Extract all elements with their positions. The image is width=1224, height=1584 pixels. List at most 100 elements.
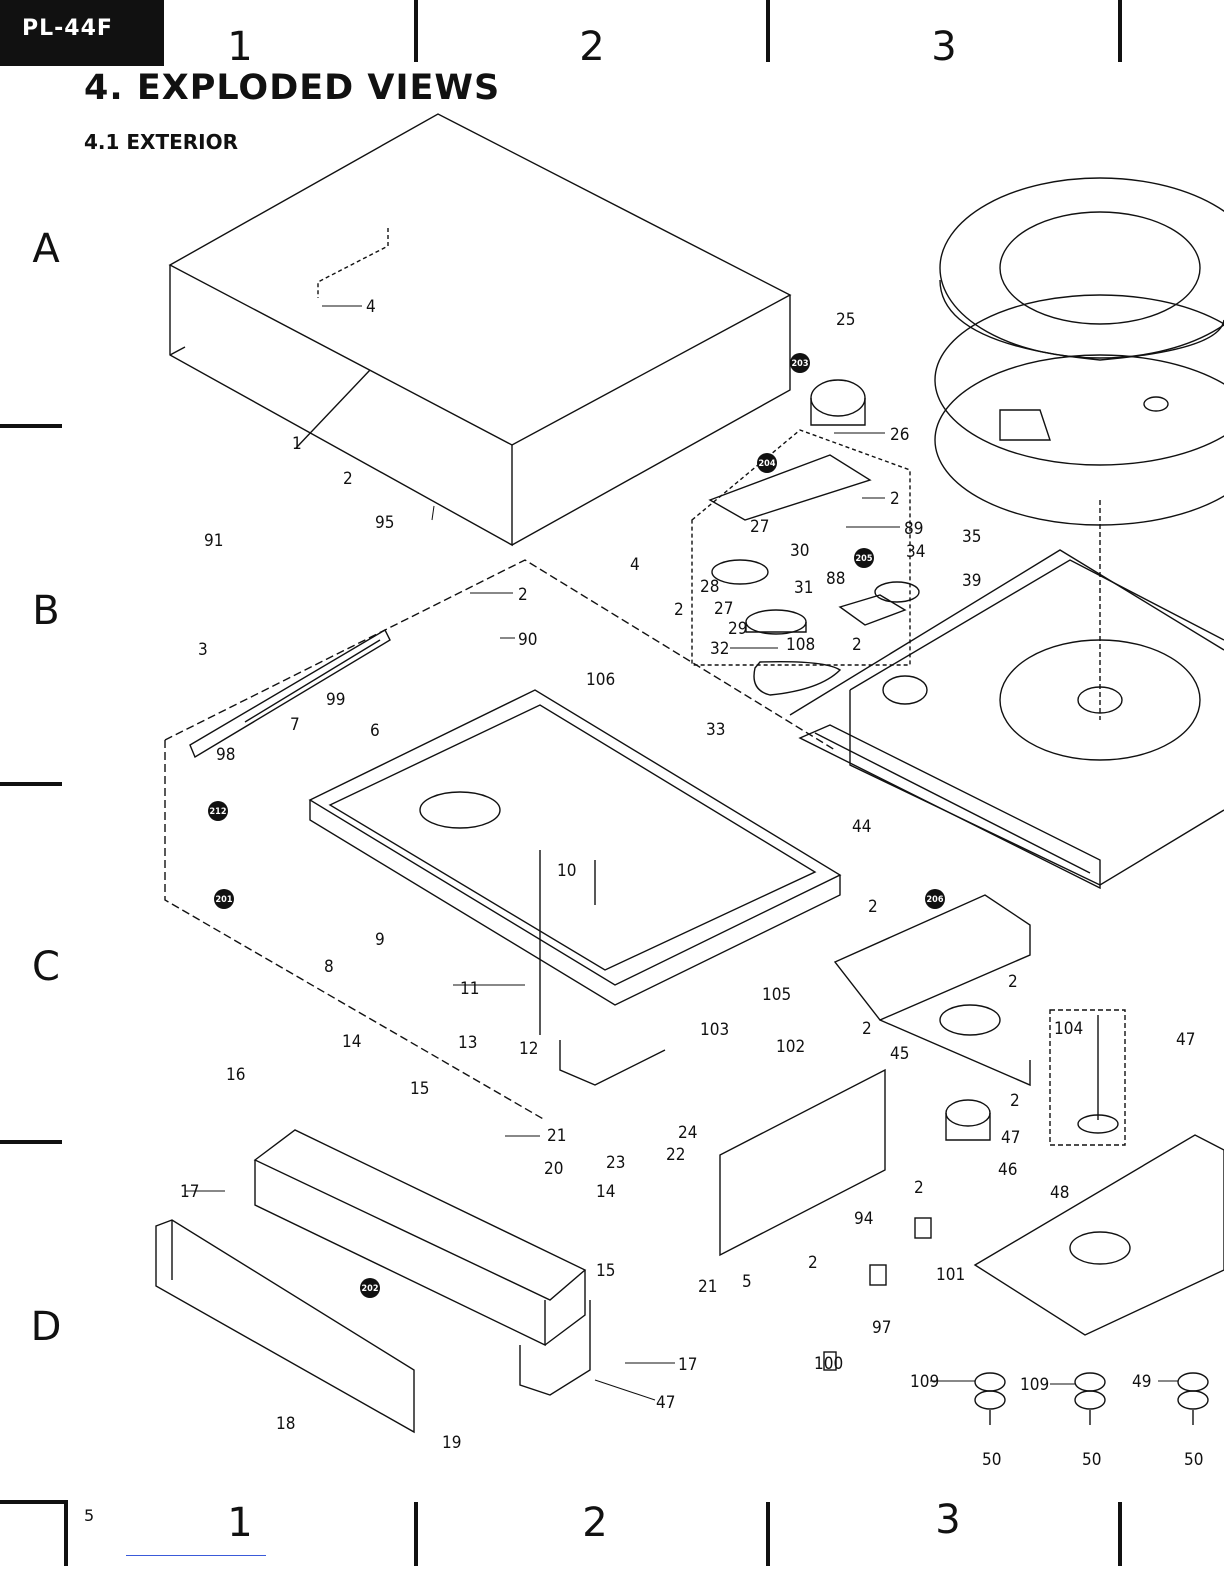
callout-2: 2 <box>343 469 353 489</box>
callout-50: 50 <box>1082 1450 1101 1470</box>
callout-50: 50 <box>982 1450 1001 1470</box>
callout-109: 109 <box>910 1372 939 1392</box>
callout-28: 28 <box>700 577 719 597</box>
callout-4-top: 4 <box>366 297 376 317</box>
top-cover <box>168 113 792 547</box>
callout-2: 2 <box>1010 1091 1020 1111</box>
key-202: 202 <box>362 1284 379 1294</box>
callout-16: 16 <box>226 1065 245 1085</box>
callout-2: 2 <box>890 489 900 509</box>
callout-33: 33 <box>706 720 725 740</box>
page-title: 4. EXPLODED VIEWS <box>84 68 501 108</box>
key-206: 206 <box>927 895 944 905</box>
grid-row-d: D <box>30 1304 62 1350</box>
callout-35: 35 <box>962 527 981 547</box>
callout-13: 13 <box>458 1033 477 1053</box>
callout-5: 5 <box>742 1272 752 1292</box>
grid-column-3: 3 <box>931 24 957 70</box>
callout-31: 31 <box>794 578 813 598</box>
grid-row-b: B <box>32 588 60 634</box>
callout-6: 6 <box>370 721 380 741</box>
callout-23: 23 <box>606 1153 625 1173</box>
callout-2: 2 <box>852 635 862 655</box>
callout-101: 101 <box>936 1265 965 1285</box>
callout-2: 2 <box>674 600 684 620</box>
chassis-main <box>789 549 1224 890</box>
callout-18: 18 <box>276 1414 295 1434</box>
callout-109: 109 <box>1020 1375 1049 1395</box>
callout-2: 2 <box>518 585 528 605</box>
callout-105: 105 <box>762 985 791 1005</box>
platter-assembly <box>934 177 1224 720</box>
callout-95: 95 <box>375 513 394 533</box>
callout-88: 88 <box>826 569 845 589</box>
callout-7: 7 <box>290 715 300 735</box>
callout-47: 47 <box>1001 1128 1020 1148</box>
front-panel <box>155 1129 591 1434</box>
callout-32: 32 <box>710 639 729 659</box>
callout-47: 47 <box>1176 1030 1195 1050</box>
callout-29: 29 <box>728 619 747 639</box>
callout-2: 2 <box>862 1019 872 1039</box>
callout-21: 21 <box>698 1277 717 1297</box>
footer-link-underline <box>126 1555 266 1556</box>
callout-97: 97 <box>872 1318 891 1338</box>
grid-column-2: 2 <box>579 24 605 70</box>
callout-39: 39 <box>962 571 981 591</box>
callout-94: 94 <box>854 1209 873 1229</box>
callout-48: 48 <box>1050 1183 1069 1203</box>
callout-11: 11 <box>460 979 479 999</box>
callout-4-mid: 4 <box>630 555 640 575</box>
callout-27: 27 <box>714 599 733 619</box>
callout-2: 2 <box>808 1253 818 1273</box>
key-203: 203 <box>792 359 809 369</box>
callout-34: 34 <box>906 542 925 562</box>
base-frame <box>164 559 842 1121</box>
callout-15: 15 <box>410 1079 429 1099</box>
key-205: 205 <box>856 554 873 564</box>
callout-21: 21 <box>547 1126 566 1146</box>
callout-19: 19 <box>442 1433 461 1453</box>
callout-24: 24 <box>678 1123 697 1143</box>
section-subtitle: 4.1 EXTERIOR <box>84 130 239 154</box>
callout-103: 103 <box>700 1020 729 1040</box>
callout-108: 108 <box>786 635 815 655</box>
callout-104: 104 <box>1054 1019 1083 1039</box>
model-tag: PL-44F <box>0 0 164 66</box>
callout-26: 26 <box>890 425 909 445</box>
callout-20: 20 <box>544 1159 563 1179</box>
callout-9: 9 <box>375 930 385 950</box>
callout-2: 2 <box>914 1178 924 1198</box>
leader-lines <box>185 305 1178 1401</box>
grid-row-a: A <box>32 226 60 272</box>
subassemblies <box>833 894 1224 1336</box>
callout-47: 47 <box>656 1393 675 1413</box>
callout-30: 30 <box>790 541 809 561</box>
callout-8: 8 <box>324 957 334 977</box>
callout-2: 2 <box>868 897 878 917</box>
key-204: 204 <box>759 459 776 469</box>
callout-27: 27 <box>750 517 769 537</box>
callout-15: 15 <box>596 1261 615 1281</box>
callout-labels: 1 4 4 2 95 91 2 90 3 106 99 6 7 98 10 9 … <box>180 297 1203 1470</box>
callout-91: 91 <box>204 531 223 551</box>
grid-column-3-bottom: 3 <box>935 1497 961 1543</box>
frame-marks <box>0 0 1122 1566</box>
grid-column-2-bottom: 2 <box>582 1500 608 1546</box>
callout-17: 17 <box>678 1355 697 1375</box>
callout-89: 89 <box>904 519 923 539</box>
callout-49: 49 <box>1132 1372 1151 1392</box>
page-number: 5 <box>84 1506 95 1525</box>
grid-column-1: 1 <box>227 24 253 70</box>
callout-100: 100 <box>814 1354 843 1374</box>
circled-keys: 203 204 205 212 201 206 202 <box>208 353 945 1298</box>
key-212: 212 <box>210 807 227 817</box>
callout-45: 45 <box>890 1044 909 1064</box>
callout-10: 10 <box>557 861 576 881</box>
callout-12: 12 <box>519 1039 538 1059</box>
callout-46: 46 <box>998 1160 1017 1180</box>
callout-90: 90 <box>518 630 537 650</box>
callout-25: 25 <box>836 310 855 330</box>
callout-14: 14 <box>342 1032 361 1052</box>
